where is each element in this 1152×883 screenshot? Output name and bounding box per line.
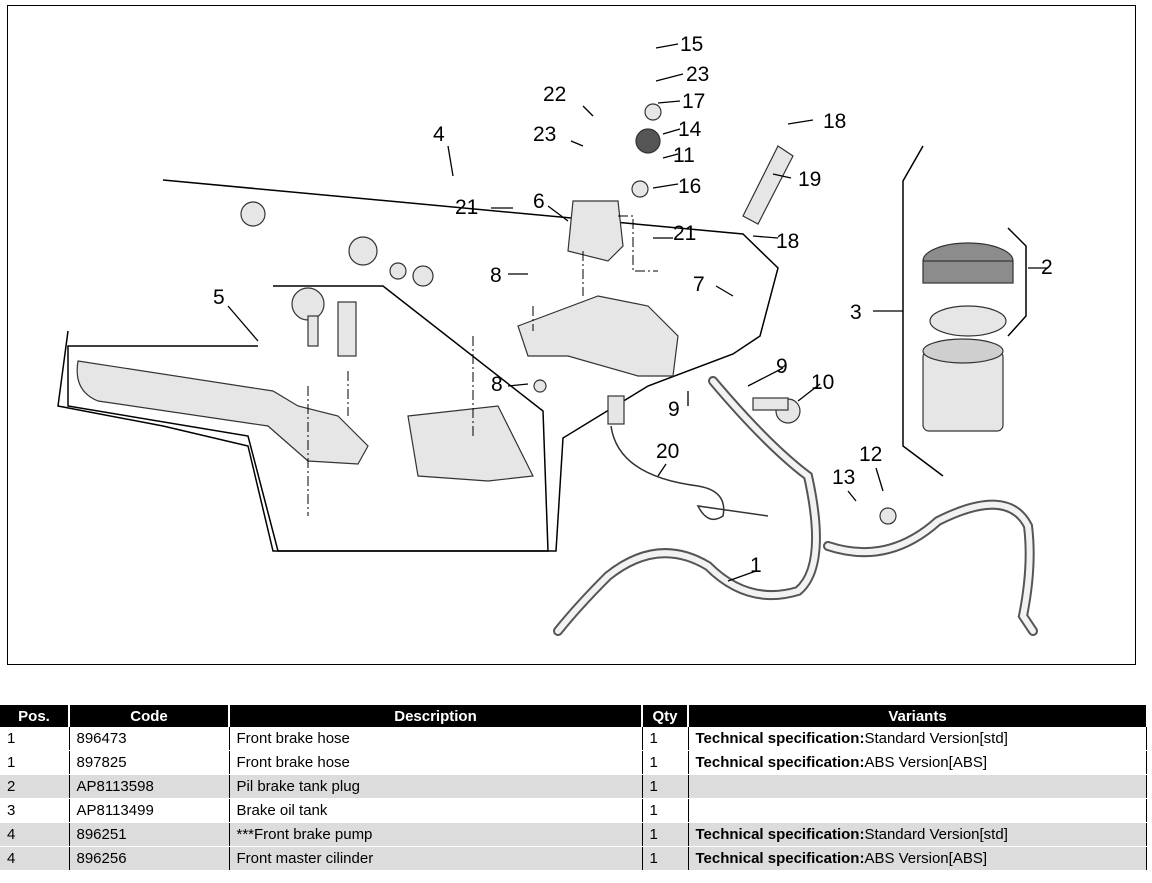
cell-pos: 2 (0, 774, 70, 799)
cell-qty: 1 (642, 750, 689, 775)
variant-label: Technical specification: (695, 826, 865, 843)
pivot-plate (407, 405, 534, 482)
cell-pos: 4 (0, 822, 70, 847)
variant-value: ABS Version[ABS] (864, 850, 988, 867)
cell-code: 896473 (69, 727, 230, 751)
master-cylinder-body (517, 295, 679, 377)
header-pos: Pos. (0, 705, 70, 727)
handlebar-clamp (567, 200, 624, 262)
callout-15: 15 (680, 33, 703, 56)
callout-23-left: 23 (533, 123, 556, 146)
sensor-cable (610, 425, 769, 521)
cell-description: Front master cilinder (229, 846, 643, 871)
callout-14: 14 (678, 118, 702, 141)
callout-19: 19 (798, 168, 821, 191)
variant-label: Technical specification: (695, 850, 865, 867)
callout-16: 16 (678, 175, 701, 198)
cell-code: 896251 (69, 822, 230, 847)
table-row: 4 896251 ***Front brake pump 1 Technical… (0, 822, 1147, 847)
callout-5: 5 (213, 286, 225, 309)
cell-pos: 1 (0, 727, 70, 751)
cell-description: Brake oil tank (229, 798, 643, 823)
header-qty: Qty (642, 705, 689, 727)
group-outline-3 (902, 145, 944, 477)
cell-pos: 1 (0, 750, 70, 775)
variant-label: Technical specification: (695, 754, 865, 771)
callout-12: 12 (859, 443, 882, 466)
callout-4: 4 (433, 123, 445, 146)
cell-qty: 1 (642, 727, 689, 751)
cell-qty: 1 (642, 822, 689, 847)
diagram-canvas: 15 23 17 22 14 23 11 16 4 21 6 21 8 7 5 … (57, 33, 1053, 636)
callout-18-mid: 18 (776, 230, 799, 253)
cell-code: 897825 (69, 750, 230, 775)
callout-7: 7 (693, 273, 705, 296)
cell-variants: Technical specification:Standard Version… (688, 727, 1147, 751)
table-row: 2 AP8113598 Pil brake tank plug 1 (0, 774, 1147, 799)
cell-description: Front brake hose (229, 727, 643, 751)
cell-variants: Technical specification:ABS Version[ABS] (688, 846, 1147, 871)
table-header-row: Pos. Code Description Qty Variants (0, 705, 1146, 727)
group-outline-4 (57, 179, 779, 552)
callout-6: 6 (533, 190, 545, 213)
header-description: Description (229, 705, 643, 727)
cell-variants (688, 798, 1147, 823)
callout-1: 1 (750, 554, 762, 577)
callout-9-right: 9 (776, 355, 788, 378)
cell-code: AP8113598 (69, 774, 230, 799)
cell-qty: 1 (642, 846, 689, 871)
table-row: 1 897825 Front brake hose 1 Technical sp… (0, 750, 1147, 775)
cell-code: AP8113499 (69, 798, 230, 823)
callout-21-left: 21 (455, 196, 478, 219)
header-variants: Variants (688, 705, 1146, 727)
variant-label: Technical specification: (695, 730, 865, 747)
callout-8-bottom: 8 (491, 373, 503, 396)
variant-value: Standard Version[std] (864, 826, 1008, 843)
callout-22: 22 (543, 83, 566, 106)
cell-qty: 1 (642, 774, 689, 799)
cell-variants (688, 774, 1147, 799)
group-outline-5 (67, 285, 549, 552)
cell-pos: 3 (0, 798, 70, 823)
callout-3: 3 (850, 301, 862, 324)
callout-17: 17 (682, 90, 705, 113)
callout-labels: 15 23 17 22 14 23 11 16 4 21 6 21 8 7 5 … (213, 33, 1053, 577)
callout-13: 13 (832, 466, 855, 489)
variant-value: Standard Version[std] (864, 730, 1008, 747)
variant-value: ABS Version[ABS] (864, 754, 988, 771)
table-row: 3 AP8113499 Brake oil tank 1 (0, 798, 1147, 823)
header-code: Code (69, 705, 230, 727)
parts-table: Pos. Code Description Qty Variants 1 896… (0, 705, 1147, 871)
callout-21-right: 21 (673, 222, 696, 245)
cell-description: ***Front brake pump (229, 822, 643, 847)
callout-18-top: 18 (823, 110, 846, 133)
cell-description: Front brake hose (229, 750, 643, 775)
cell-description: Pil brake tank plug (229, 774, 643, 799)
callout-11: 11 (673, 144, 695, 167)
reservoir-diaphragm (929, 305, 1007, 337)
callout-10: 10 (811, 371, 834, 394)
callout-2: 2 (1041, 256, 1053, 279)
table-row: 1 896473 Front brake hose 1 Technical sp… (0, 727, 1147, 751)
callout-9-left: 9 (668, 398, 680, 421)
callout-20: 20 (656, 440, 679, 463)
callout-8-top: 8 (490, 264, 502, 287)
exploded-parts-diagram: 15 23 17 22 14 23 11 16 4 21 6 21 8 7 5 … (7, 5, 1136, 665)
cell-qty: 1 (642, 798, 689, 823)
cell-variants: Technical specification:Standard Version… (688, 822, 1147, 847)
reservoir-hose (742, 145, 794, 225)
table-row: 4 896256 Front master cilinder 1 Technic… (0, 846, 1147, 871)
callout-23-top: 23 (686, 63, 709, 86)
cell-pos: 4 (0, 846, 70, 871)
cell-code: 896256 (69, 846, 230, 871)
cell-variants: Technical specification:ABS Version[ABS] (688, 750, 1147, 775)
brake-lever (76, 360, 369, 465)
group-outline-2 (1007, 227, 1027, 337)
